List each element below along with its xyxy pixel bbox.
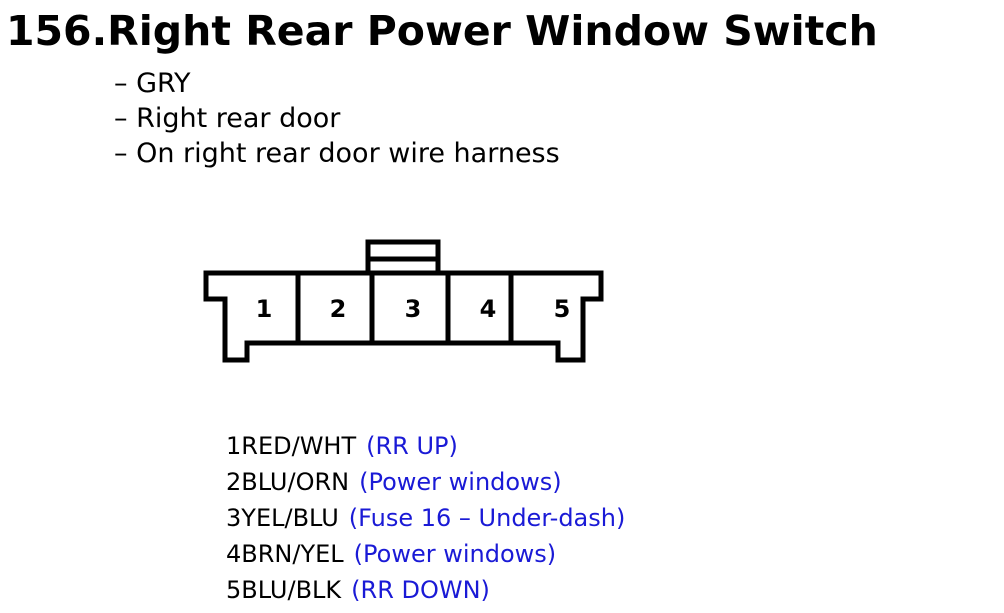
connector-housing bbox=[203, 270, 604, 363]
pin-wire-color: RED/WHT bbox=[241, 432, 357, 460]
pin-number: 5 bbox=[226, 576, 242, 604]
pin-number: 2 bbox=[226, 468, 242, 496]
pin-wire-color: BRN/YEL bbox=[241, 540, 344, 568]
cavity-number: 1 bbox=[256, 295, 273, 323]
connector-details-list: – GRY – Right rear door – On right rear … bbox=[114, 66, 560, 171]
cavity-number: 5 bbox=[554, 295, 571, 323]
connector-location: – Right rear door bbox=[114, 103, 341, 134]
pin-number: 1 bbox=[226, 432, 242, 460]
pin-note: (Power windows) bbox=[359, 468, 562, 496]
pin-row: 3YEL/BLU (Fuse 16 – Under-dash) bbox=[226, 500, 625, 536]
pin-note: (Power windows) bbox=[353, 540, 557, 568]
pin-wire-color: BLU/BLK bbox=[241, 576, 342, 604]
pin-note: (RR DOWN) bbox=[351, 576, 490, 604]
page-title: 156.Right Rear Power Window Switch bbox=[6, 7, 878, 55]
connector-color: – GRY bbox=[114, 68, 191, 99]
pin-row: 1RED/WHT (RR UP) bbox=[226, 428, 625, 464]
pin-row: 4BRN/YEL (Power windows) bbox=[226, 536, 625, 572]
pin-note: (Fuse 16 – Under-dash) bbox=[348, 504, 626, 532]
pin-number: 4 bbox=[226, 540, 242, 568]
pin-row: 5BLU/BLK (RR DOWN) bbox=[226, 572, 625, 608]
pin-wire-color: YEL/BLU bbox=[241, 504, 339, 532]
pin-wire-color: BLU/ORN bbox=[241, 468, 350, 496]
pin-assignment-list: 1RED/WHT(RR UP) 2BLU/ORN(Power windows) … bbox=[226, 428, 625, 608]
cavity-number: 4 bbox=[480, 295, 497, 323]
connector-harness: – On right rear door wire harness bbox=[114, 138, 560, 169]
cavity-number: 2 bbox=[330, 295, 347, 323]
pin-note: (RR UP) bbox=[366, 432, 458, 460]
cavity-number: 3 bbox=[405, 295, 422, 323]
pin-number: 3 bbox=[226, 504, 242, 532]
pin-row: 2BLU/ORN (Power windows) bbox=[226, 464, 625, 500]
